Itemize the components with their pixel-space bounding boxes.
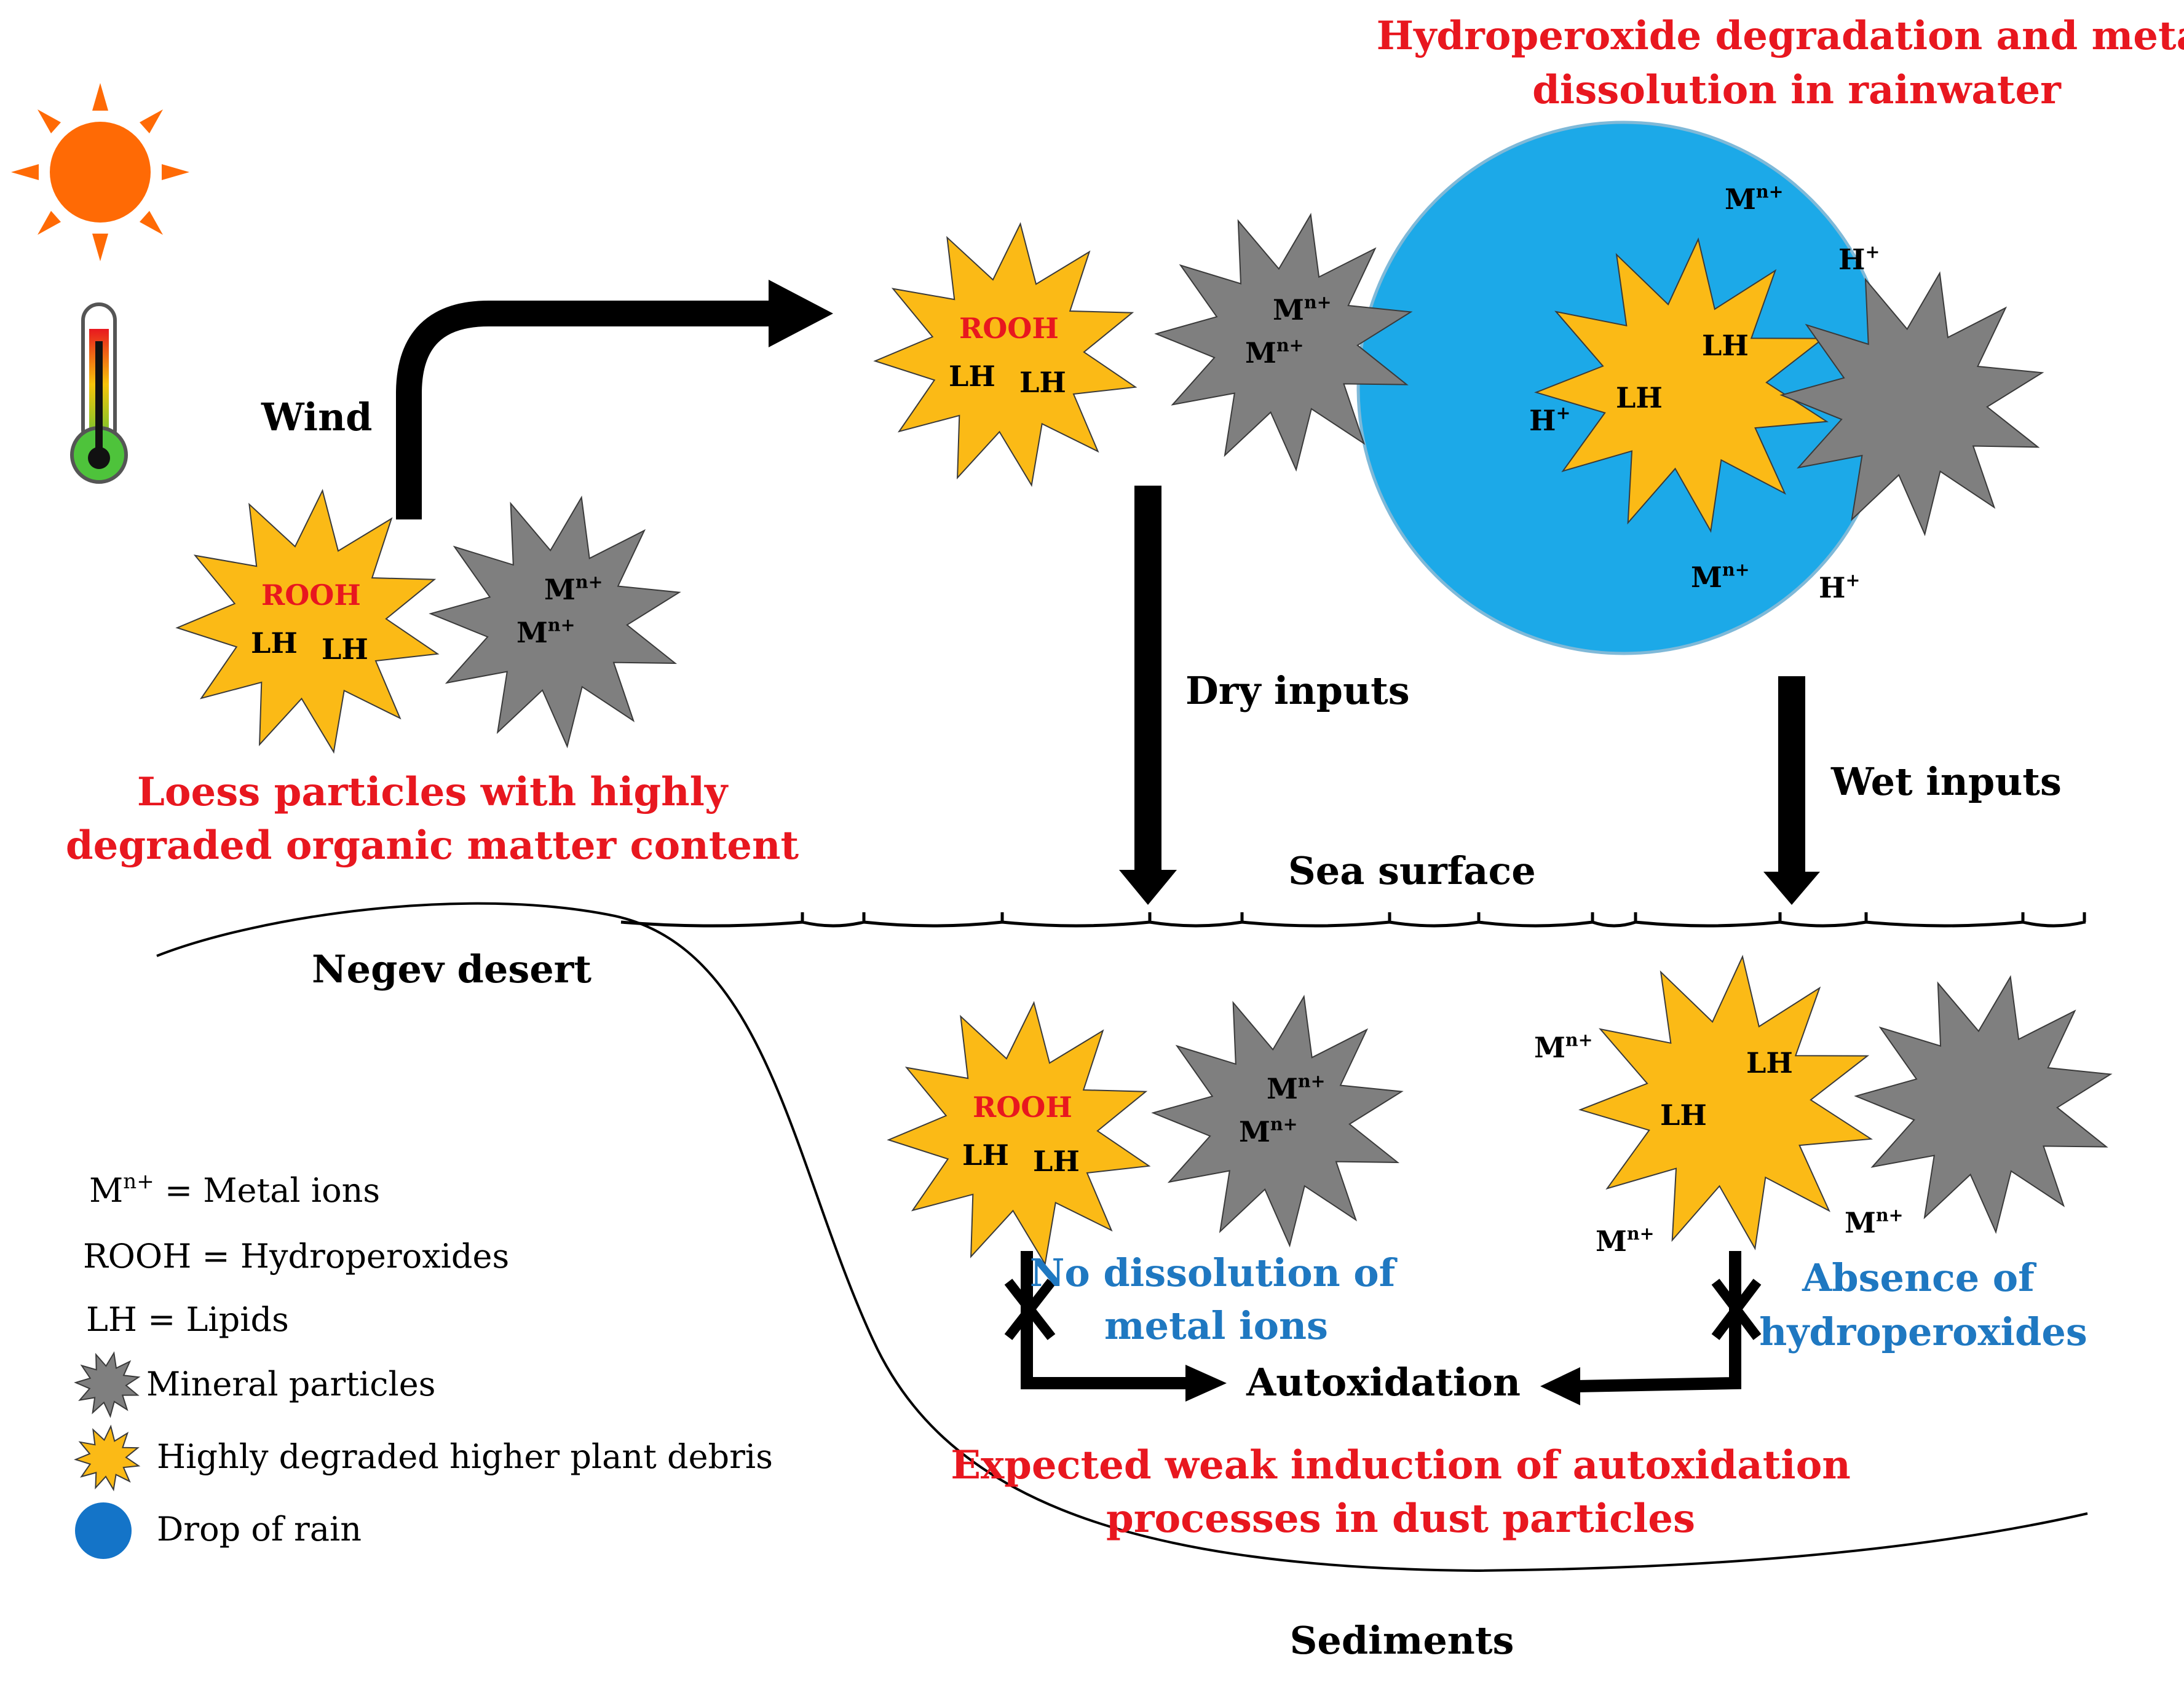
- thermometer-icon: [70, 302, 128, 484]
- absence-line1: Absence of: [1802, 1255, 2036, 1300]
- right-block-cross: [1711, 1279, 1762, 1340]
- sea-left-yellow-particle-lh1: LH: [962, 1138, 1009, 1172]
- dry-gray-particle-metal1: Mn+: [1273, 292, 1332, 326]
- rain-yellow-particle-lh2: LH: [1616, 381, 1663, 414]
- loess-caption-line2: degraded organic matter content: [66, 823, 799, 869]
- desert-sediment-boundary: [156, 902, 2088, 1573]
- dry-yellow-particle-lh2: LH: [1019, 366, 1066, 399]
- absence-line2: hydroperoxides: [1759, 1309, 2087, 1354]
- wet-inputs-label: Wet inputs: [1830, 759, 2062, 804]
- plant-debris-icon: [74, 1424, 141, 1491]
- no-dissolution-line1: No dissolution of: [1030, 1250, 1398, 1295]
- sea-right-yellow-particle: [1578, 955, 1873, 1250]
- rain-metal-ion-bottom: Mn+: [1691, 559, 1750, 594]
- legend: Mn+ = Metal ions ROOH = Hydroperoxides L…: [74, 1169, 773, 1559]
- sun-icon: [11, 83, 189, 261]
- loess-yellow-particle: [175, 489, 440, 754]
- sea-right-yellow-particle-lh2: LH: [1660, 1099, 1707, 1132]
- wind-label: Wind: [261, 395, 373, 440]
- negev-desert-label: Negev desert: [312, 947, 592, 992]
- legend-metal: Mn+ = Metal ions: [89, 1169, 380, 1210]
- rainwater-title-line2: dissolution in rainwater: [1532, 67, 2062, 113]
- expected-line2: processes in dust particles: [1106, 1496, 1695, 1542]
- sea-metal-ion-lower: Mn+: [1596, 1223, 1655, 1258]
- wet-inputs-arrow: [1763, 676, 1820, 905]
- right-autoxidation-arrow: [1540, 1251, 1741, 1405]
- sea-left-yellow-particle-rooh: ROOH: [973, 1091, 1072, 1124]
- legend-lh: LH = Lipids: [86, 1300, 289, 1339]
- sediments-label: Sediments: [1290, 1618, 1514, 1663]
- expected-line1: Expected weak induction of autoxidation: [951, 1442, 1851, 1488]
- loess-caption-line1: Loess particles with highly: [137, 769, 729, 815]
- rain-metal-ion-top: Mn+: [1725, 181, 1784, 216]
- autoxidation-label: Autoxidation: [1246, 1360, 1521, 1405]
- dry-inputs-label: Dry inputs: [1185, 668, 1410, 713]
- left-autoxidation-arrow: [1021, 1251, 1227, 1402]
- mineral-particle-icon-shape: [74, 1351, 141, 1418]
- sea-surface-label: Sea surface: [1288, 848, 1536, 893]
- loess-gray-particle-metal2: Mn+: [516, 615, 576, 649]
- left-block-cross: [1004, 1279, 1056, 1340]
- loess-gray-particle: [429, 495, 681, 749]
- wind-arrow: [396, 280, 833, 519]
- sea-left-gray-particle: [1151, 995, 1404, 1248]
- rain-hplus-left: H+: [1529, 403, 1570, 437]
- dry-yellow-particle-lh1: LH: [949, 360, 995, 393]
- plant-debris-icon-shape: [74, 1424, 141, 1491]
- sea-metal-ion-left: Mn+: [1534, 1030, 1593, 1064]
- legend-rain: Drop of rain: [157, 1510, 362, 1549]
- sea-left-gray-particle-metal1: Mn+: [1267, 1071, 1326, 1105]
- dry-yellow-particle-rooh: ROOH: [959, 312, 1059, 345]
- legend-rooh: ROOH = Hydroperoxides: [83, 1237, 509, 1276]
- legend-plant: Highly degraded higher plant debris: [157, 1437, 773, 1476]
- no-dissolution-line2: metal ions: [1104, 1303, 1328, 1348]
- dry-gray-particle: [1154, 213, 1413, 472]
- sea-surface-line: [620, 912, 2086, 928]
- rain-gray-particle: [1779, 271, 2044, 537]
- loess-gray-particle-metal1: Mn+: [544, 572, 603, 606]
- legend-mineral: Mineral particles: [146, 1365, 435, 1403]
- rain-hplus-top: H+: [1838, 242, 1880, 276]
- particles-group: ROOH LH LH ROOH LH LH LH LH ROOH LH LH LH LH Mn+ Mn+ Mn…: [175, 213, 2113, 1266]
- loess-yellow-particle-rooh: ROOH: [261, 578, 361, 612]
- dry-gray-particle-metal2: Mn+: [1245, 335, 1304, 369]
- dry-inputs-arrow: [1119, 486, 1177, 905]
- loess-yellow-particle-lh2: LH: [322, 633, 368, 666]
- rain-yellow-particle: [1534, 237, 1829, 533]
- sea-left-gray-particle-metal2: Mn+: [1239, 1114, 1298, 1148]
- sea-left-yellow-particle: [887, 1001, 1151, 1266]
- mineral-particle-icon: [74, 1351, 141, 1418]
- rain-drop-icon: [75, 1502, 132, 1559]
- sea-metal-ion-right: Mn+: [1845, 1205, 1904, 1239]
- sea-right-yellow-particle-lh1: LH: [1746, 1046, 1793, 1079]
- sea-left-yellow-particle-lh2: LH: [1033, 1145, 1080, 1178]
- rain-hplus-bottom: H+: [1819, 570, 1860, 604]
- sea-right-gray-particle: [1854, 975, 2113, 1234]
- loess-yellow-particle-lh1: LH: [251, 626, 298, 660]
- rain-yellow-particle-lh1: LH: [1702, 329, 1749, 362]
- ions-group: Mn+ H+ H+ Mn+ H+ Mn+ Mn+ Mn+: [1529, 181, 1904, 1258]
- rainwater-title-line1: Hydroperoxide degradation and metal: [1377, 13, 2184, 59]
- dry-yellow-particle: [873, 222, 1138, 487]
